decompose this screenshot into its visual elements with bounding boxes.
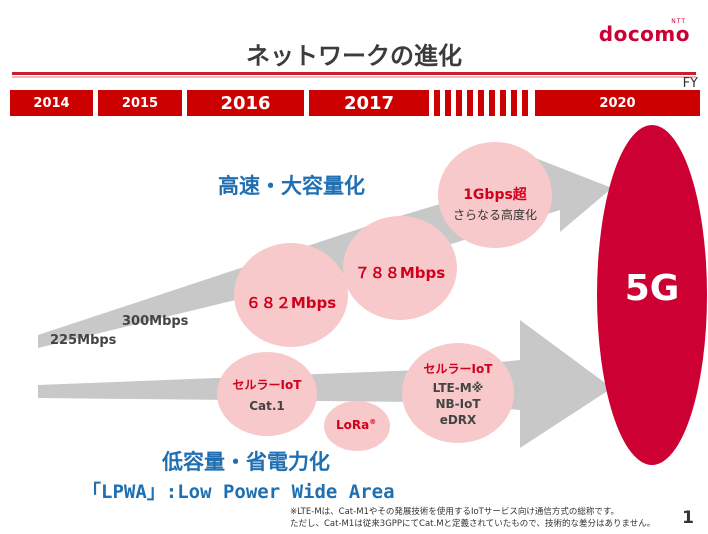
- speed-225mbps: 225Mbps: [50, 333, 117, 348]
- low-power-heading: 低容量・省電力化: [162, 450, 330, 474]
- cellular-iot-ltem-list: LTE-M※ NB-IoT eDRX: [402, 380, 514, 428]
- bubble-lora: [324, 401, 390, 451]
- further-advancement-text: さらなる高度化: [452, 208, 537, 222]
- speed-682mbps: ６８２Mbps: [245, 294, 337, 312]
- timeline-year-2020: 2020: [535, 90, 700, 116]
- lora-text: LoRa: [336, 418, 370, 432]
- bubble-788mbps: [343, 216, 457, 320]
- lte-m-item: LTE-M※: [432, 381, 484, 395]
- page-title: ネットワークの進化: [246, 42, 462, 70]
- bubble-cellular-ltem: [402, 343, 514, 443]
- goal-5g-label: 5G: [624, 268, 680, 309]
- lpwa-subheading: 「LPWA」:Low Power Wide Area: [82, 481, 395, 503]
- page-number: 1: [682, 508, 694, 528]
- bubble-1gbps: [438, 142, 552, 248]
- footnote-line-2: ただし、Cat-M1は従来3GPPにてCat.Mと定義されていたもので、技術的な…: [290, 519, 656, 529]
- timeline-year-2015: 2015: [98, 90, 182, 116]
- speed-300mbps: 300Mbps: [122, 314, 189, 329]
- speed-788mbps: ７８８Mbps: [354, 264, 446, 282]
- footnote-line-1: ※LTE-Mは、Cat-M1やその発展技術を使用するIoTサービス向け通信方式の…: [290, 507, 619, 517]
- lower-growth-arrow: [38, 320, 612, 448]
- logo-brand-text: docomo: [598, 22, 690, 46]
- footnote: ※LTE-Mは、Cat-M1やその発展技術を使用するIoTサービス向け通信方式の…: [290, 506, 655, 530]
- docomo-logo: NTT docomo: [598, 18, 690, 46]
- fiscal-year-label: FY: [682, 76, 698, 91]
- nb-iot-item: NB-IoT: [435, 397, 481, 411]
- speed-1gbps: 1Gbps超: [463, 187, 527, 203]
- timeline-year-2017: 2017: [309, 90, 429, 116]
- timeline-year-2016: 2016: [187, 90, 304, 116]
- edrx-item: eDRX: [439, 413, 477, 427]
- bubble-682mbps: [234, 243, 348, 347]
- goal-5g-ellipse: [597, 125, 707, 465]
- high-speed-heading: 高速・大容量化: [218, 174, 365, 198]
- title-underline: [12, 72, 696, 75]
- cellular-iot-cat1-title: セルラーIoT: [232, 378, 302, 392]
- logo-ntt-text: NTT: [671, 18, 686, 25]
- cellular-iot-cat1-value: Cat.1: [249, 399, 285, 413]
- lora-registered-mark: ®: [369, 418, 377, 426]
- cellular-iot-ltem-title: セルラーIoT: [423, 362, 493, 376]
- timeline-year-2014: 2014: [10, 90, 93, 116]
- lora-label: LoRa®: [336, 418, 376, 432]
- bubble-cellular-cat1: [217, 352, 317, 436]
